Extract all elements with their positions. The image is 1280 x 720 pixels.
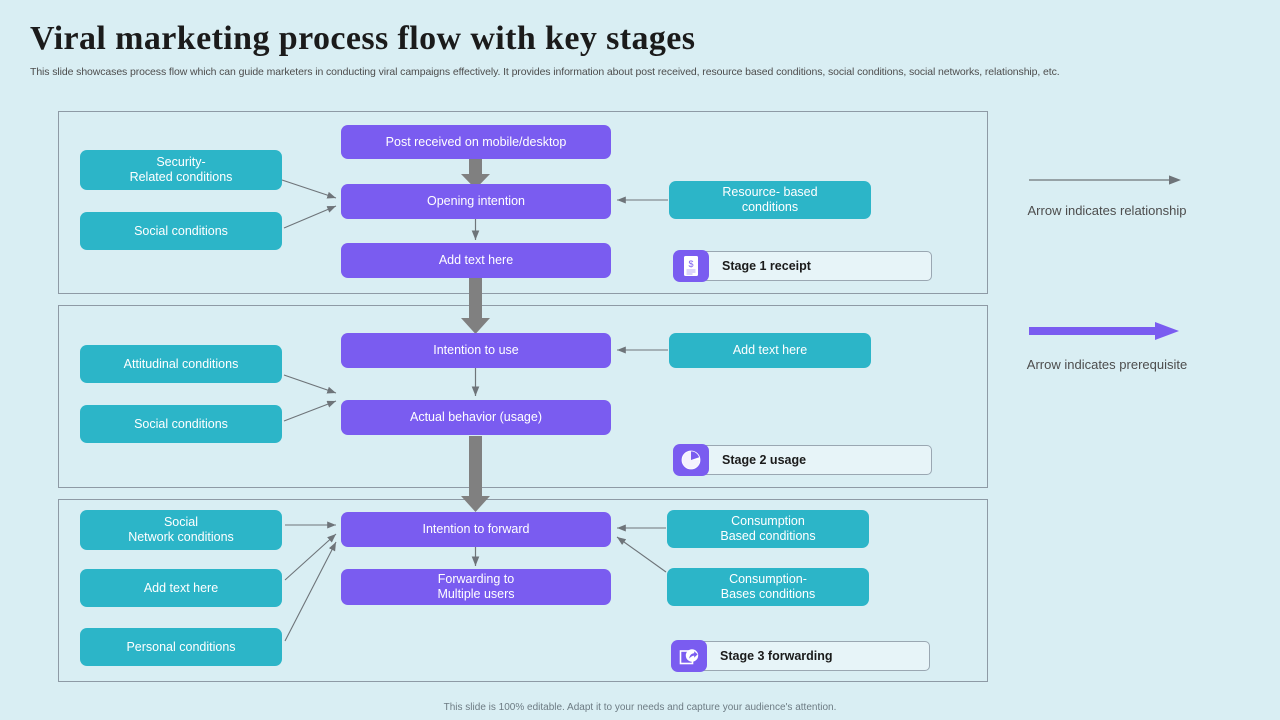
legend-prerequisite-caption: Arrow indicates prerequisite [1026, 357, 1188, 372]
share-forward-glyph [679, 649, 698, 665]
page-title: Viral marketing process flow with key st… [30, 20, 696, 57]
stage-chip-1-label: Stage 1 receipt [687, 251, 932, 281]
thin-gray-arrow-icon [1029, 175, 1181, 185]
node-social-conditions-stage2[interactable]: Social conditions [80, 405, 282, 443]
stage-chip-1[interactable]: $ Stage 1 receipt [673, 250, 932, 282]
svg-text:$: $ [688, 259, 693, 269]
receipt-dollar-glyph: $ [684, 256, 698, 276]
footer-note: This slide is 100% editable. Adapt it to… [443, 702, 837, 713]
stage-chip-3-label: Stage 3 forwarding [685, 641, 930, 671]
node-actual-behavior[interactable]: Actual behavior (usage) [341, 400, 611, 435]
node-attitudinal-conditions[interactable]: Attitudinal conditions [80, 345, 282, 383]
legend-relationship-caption: Arrow indicates relationship [1027, 203, 1187, 218]
node-consumption-based-conditions[interactable]: Consumption Based conditions [667, 510, 869, 548]
pie-chart-glyph [681, 450, 701, 470]
stage-chip-2[interactable]: Stage 2 usage [673, 444, 932, 476]
slide-header: Viral marketing process flow with key st… [30, 18, 1250, 79]
node-social-network-conditions[interactable]: Social Network conditions [80, 510, 282, 550]
node-add-text-here-stage2[interactable]: Add text here [669, 333, 871, 368]
node-consumption-bases-conditions[interactable]: Consumption- Bases conditions [667, 568, 869, 606]
node-personal-conditions[interactable]: Personal conditions [80, 628, 282, 666]
legend-prerequisite: Arrow indicates prerequisite [972, 320, 1242, 372]
stage-chip-3[interactable]: Stage 3 forwarding [671, 640, 930, 672]
thick-purple-arrow-icon [1029, 322, 1179, 340]
page-subtitle: This slide showcases process flow which … [30, 66, 1060, 78]
node-resource-based-conditions[interactable]: Resource- based conditions [669, 181, 871, 219]
node-social-conditions-stage1[interactable]: Social conditions [80, 212, 282, 250]
share-forward-icon [671, 640, 707, 672]
node-security-related-conditions[interactable]: Security- Related conditions [80, 150, 282, 190]
node-post-received[interactable]: Post received on mobile/desktop [341, 125, 611, 159]
node-forwarding-multiple-users[interactable]: Forwarding to Multiple users [341, 569, 611, 605]
node-add-text-here-stage3[interactable]: Add text here [80, 569, 282, 607]
node-intention-to-use[interactable]: Intention to use [341, 333, 611, 368]
pie-chart-icon [673, 444, 709, 476]
node-opening-intention[interactable]: Opening intention [341, 184, 611, 219]
node-add-text-here-stage1[interactable]: Add text here [341, 243, 611, 278]
node-intention-to-forward[interactable]: Intention to forward [341, 512, 611, 547]
legend-relationship: Arrow indicates relationship [972, 172, 1242, 218]
receipt-dollar-icon: $ [673, 250, 709, 282]
stage-chip-2-label: Stage 2 usage [687, 445, 932, 475]
